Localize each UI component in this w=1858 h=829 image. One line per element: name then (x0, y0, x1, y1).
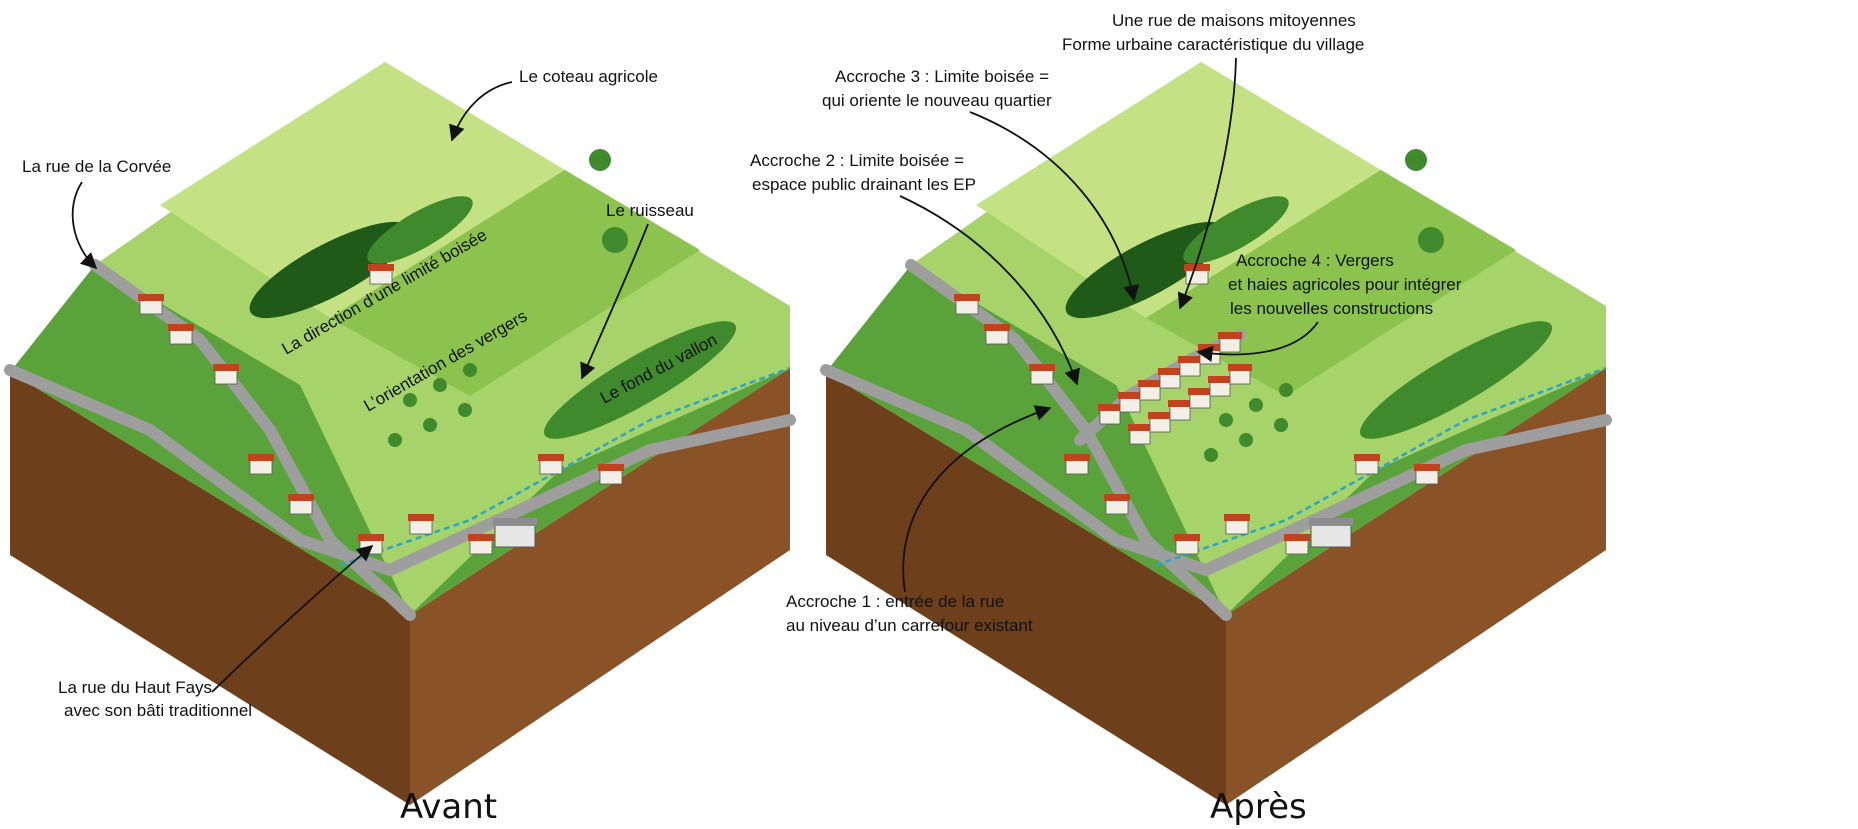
arrow-coteau-agricole (449, 81, 513, 142)
label-accroche3-line1: Accroche 3 : Limite boisée = (835, 67, 1049, 86)
apres-houses (954, 264, 1440, 555)
label-accroche3-line2: qui oriente le nouveau quartier (822, 91, 1052, 110)
label-accroche4-line1: Accroche 4 : Vergers (1236, 251, 1394, 270)
label-coteau-agricole: Le coteau agricole (519, 67, 658, 86)
apres-terraced-houses (1098, 332, 1252, 445)
label-ruisseau: Le ruisseau (606, 201, 694, 220)
label-mitoyennes-line2: Forme urbaine caractéristique du village (1062, 35, 1364, 54)
label-accroche2-line1: Accroche 2 : Limite boisée = (750, 151, 964, 170)
arrow-accroche4 (1196, 321, 1319, 362)
arrow-ruisseau (580, 223, 649, 380)
label-accroche2-line2: espace public drainant les EP (752, 175, 976, 194)
label-accroche1-line2: au niveau d’un carrefour existant (786, 616, 1033, 635)
caption-apres: Après (1210, 787, 1307, 827)
apres-soil-front (1226, 368, 1606, 805)
label-mitoyennes-line1: Une rue de maisons mitoyennes (1112, 11, 1356, 30)
avant-soil-front (410, 368, 790, 805)
apres-soil-left (826, 372, 1226, 805)
avant-orchard (388, 149, 628, 447)
label-haut-fays-line2: avec son bâti traditionnel (64, 701, 252, 720)
label-haut-fays-line1: La rue du Haut Fays (58, 678, 212, 697)
arrow-rue-corvee (71, 181, 98, 270)
apres-woodland (1065, 196, 1553, 439)
arrow-accroche1 (902, 405, 1052, 593)
avant-road-haut-fays (4, 364, 796, 576)
avant-soil-left (10, 372, 410, 805)
arrow-haut-fays (211, 544, 374, 693)
block-avant (4, 62, 796, 805)
label-accroche4-line2: et haies agricoles pour intégrer (1228, 275, 1462, 294)
block-apres (820, 62, 1612, 805)
label-rue-corvee: La rue de la Corvée (22, 157, 171, 176)
arrow-mitoyennes (1177, 57, 1237, 310)
caption-avant: Avant (400, 787, 497, 827)
avant-woodland (249, 196, 737, 439)
apres-road-haut-fays (820, 364, 1612, 576)
arrow-accroche3 (969, 111, 1140, 302)
label-accroche1-line1: Accroche 1 : entrée de la rue (786, 592, 1004, 611)
arrow-accroche2 (899, 195, 1080, 386)
label-accroche4-line3: les nouvelles constructions (1230, 299, 1433, 318)
apres-annotations: Une rue de maisons mitoyennes Forme urba… (750, 11, 1462, 827)
apres-orchard (1204, 149, 1444, 462)
